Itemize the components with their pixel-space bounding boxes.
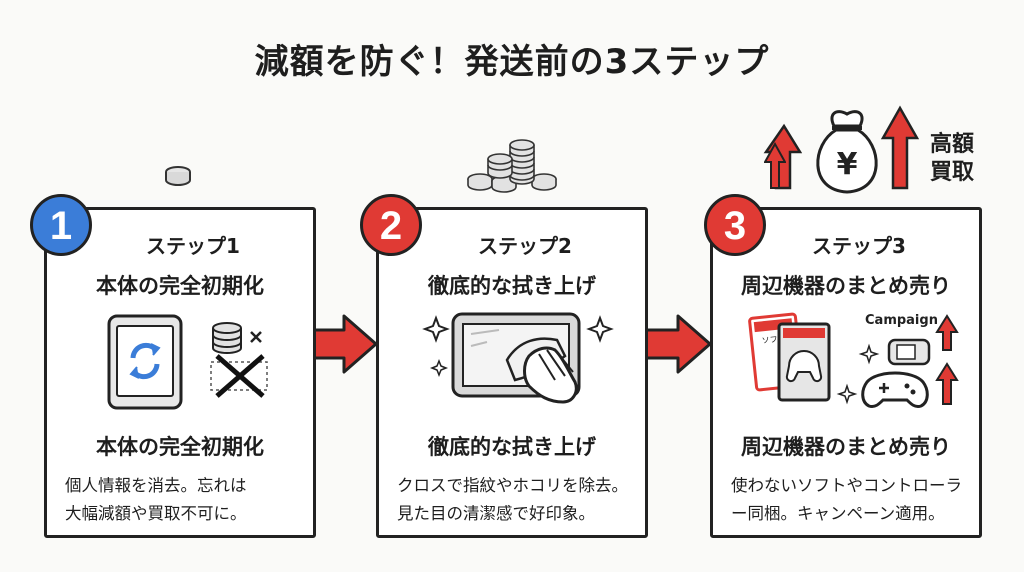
step-label: ステップ3: [812, 234, 906, 258]
data-delete-icon: [210, 322, 268, 398]
step-subheading: 周辺機器のまとめ売り: [741, 435, 951, 459]
step-subheading: 徹底的な拭き上げ: [428, 435, 596, 459]
coin-stack-icon: [467, 139, 557, 193]
page-title: 減額を防ぐ！発送前の3ステップ: [254, 42, 770, 82]
step-description: 個人情報を消去。忘れは 大幅減額や買取不可に。: [65, 472, 303, 528]
step-card-1: ステップ1 本体の完全初期化 本体の完全初期化 個人情報を消去。忘れは 大幅減額…: [44, 207, 316, 538]
step-heading: 本体の完全初期化: [96, 274, 264, 298]
money-bag-icon: ¥: [816, 110, 878, 194]
step-description: クロスで指紋やホコリを除去。 見た目の清潔感で好印象。: [397, 472, 635, 528]
description-line: 大幅減額や買取不可に。: [65, 504, 247, 523]
step-badge-1: 1: [30, 194, 92, 256]
description-line: 見た目の清潔感で好印象。: [397, 504, 595, 523]
accessories-bundle-icon: ソフトウェア Campaign: [748, 312, 959, 408]
cleaning-cloth-icon: [422, 312, 614, 404]
coin-icon: [165, 166, 191, 186]
campaign-label: Campaign: [865, 313, 938, 328]
step-heading: 徹底的な拭き上げ: [428, 274, 596, 298]
yen-symbol: ¥: [837, 147, 858, 182]
tablet-reset-icon: [107, 314, 183, 410]
step-badge-2: 2: [360, 194, 422, 256]
step-heading: 周辺機器のまとめ売り: [741, 274, 951, 298]
step-card-2: ステップ2 徹底的な拭き上げ 徹底的な拭き上げ クロスで指紋やホコリを除去。 見…: [376, 207, 648, 538]
description-line: 個人情報を消去。忘れは: [65, 476, 247, 495]
description-line: ー同梱。キャンペーン適用。: [731, 504, 945, 523]
step-description: 使わないソフトやコントローラ ー同梱。キャンペーン適用。: [731, 472, 969, 528]
up-arrow-small-icon: [764, 141, 786, 189]
high-price-label-2: 買取: [929, 160, 974, 185]
description-line: クロスで指紋やホコリを除去。: [397, 476, 628, 495]
up-arrow-large-icon: [880, 105, 920, 190]
high-price-label-1: 高額: [929, 132, 974, 157]
description-line: 使わないソフトやコントローラ: [731, 476, 962, 495]
step-badge-3: 3: [704, 194, 766, 256]
step-subheading: 本体の完全初期化: [96, 435, 264, 459]
step-card-3: ステップ3 周辺機器のまとめ売り ソフトウェア Campaign 周辺機器のまと…: [710, 207, 982, 538]
step-label: ステップ1: [146, 234, 240, 258]
step-label: ステップ2: [478, 234, 572, 258]
